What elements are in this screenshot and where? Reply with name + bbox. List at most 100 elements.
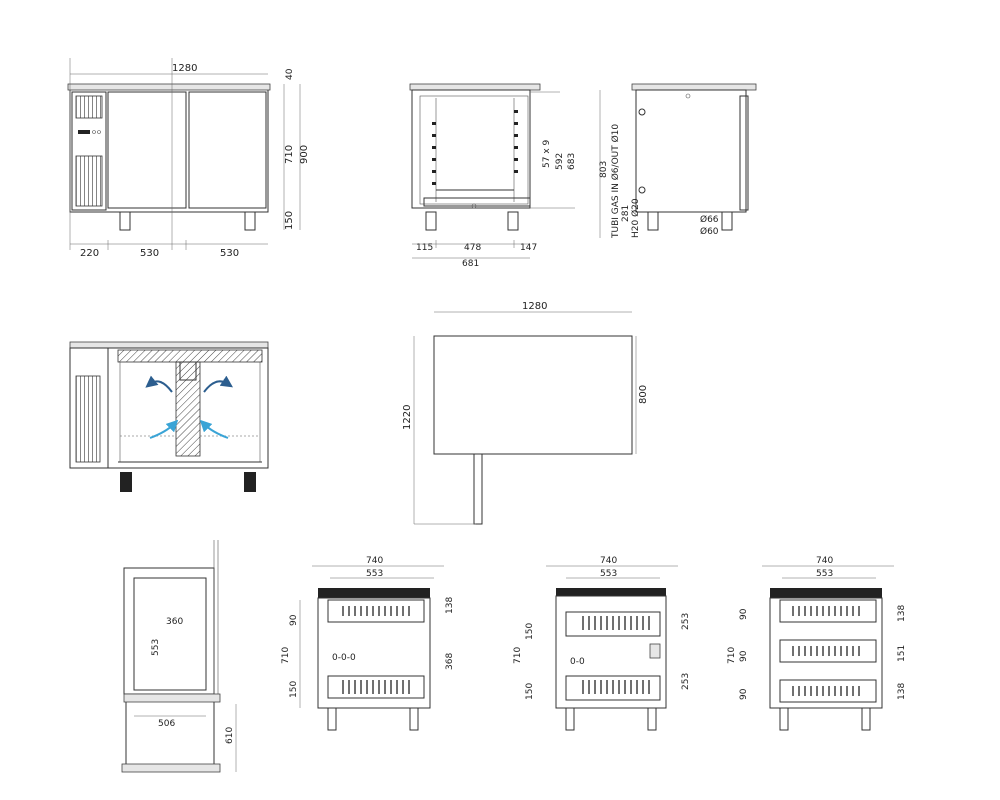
drawer-rail <box>123 693 221 703</box>
door-right-width-label: 530 <box>220 248 239 259</box>
front-worktop <box>67 83 271 91</box>
right-dim-label: 253 <box>681 613 691 630</box>
drawer-large <box>327 675 425 699</box>
side-leg-front <box>425 211 437 231</box>
side-dim-label: 90 <box>739 608 749 620</box>
side-dim-label: 150 <box>525 683 535 700</box>
section-width-label: 740 <box>816 556 833 566</box>
drawer-base <box>121 763 221 773</box>
drawer-section-3: 740 553 90 90 90 710 138 151 138 <box>727 556 907 731</box>
rear-cabinet <box>635 89 747 213</box>
worktop-thickness-label: 40 <box>285 68 295 80</box>
plan-worktop <box>433 335 633 455</box>
section-top <box>318 588 430 598</box>
water-label: H20 Ø20 <box>630 198 641 238</box>
leg-dia-large-label: Ø66 <box>700 214 719 225</box>
drawer-section-2: 740 553 0-0 150 150 710 253 253 <box>513 556 691 731</box>
drawer-bottom <box>779 679 877 703</box>
section-body <box>769 597 883 709</box>
front-leg-right <box>244 211 256 231</box>
airflow-arrow <box>149 419 179 439</box>
control-button <box>92 130 96 134</box>
section-cabinet <box>69 347 269 469</box>
back-offset-label: 147 <box>520 243 537 253</box>
fan-unit <box>179 361 197 381</box>
airflow-arrow <box>199 419 229 439</box>
side-base <box>423 197 531 207</box>
drawer-small <box>327 599 425 623</box>
gas-height-label: 281 <box>621 205 631 222</box>
section-width-label: 740 <box>366 556 383 566</box>
rear-leg-left <box>647 211 659 231</box>
right-dim-label: 151 <box>897 645 907 662</box>
total-depth-label: 681 <box>462 259 479 269</box>
drawer-inner <box>133 577 207 691</box>
middle-span-label: 478 <box>464 243 481 253</box>
right-dim-label: 138 <box>445 597 455 614</box>
control-button <box>97 130 101 134</box>
section-inner-label: 553 <box>816 569 833 579</box>
total-dim-label: 710 <box>727 647 737 664</box>
total-height-label: 900 <box>299 145 310 164</box>
right-dim-label: 253 <box>681 673 691 690</box>
plan-view: 1280 800 1220 <box>402 301 649 525</box>
total-dim-label: 710 <box>281 647 291 664</box>
front-door-right <box>188 91 267 209</box>
door-left-width-label: 530 <box>140 248 159 259</box>
compressor-panel <box>71 91 107 211</box>
slot-glyphs: 0-0 <box>570 657 585 667</box>
section-top <box>770 588 882 598</box>
body-height-label: 710 <box>284 145 295 164</box>
drawer-depth-label: 553 <box>151 639 161 656</box>
total-dim-label: 710 <box>513 647 523 664</box>
inner-depth-label: 592 <box>555 153 565 170</box>
section-leg-right <box>244 472 256 492</box>
section-width-label: 740 <box>600 556 617 566</box>
side-dim-label: 150 <box>525 623 535 640</box>
compressor-width-label: 220 <box>80 248 99 259</box>
drawer-inner-label: 360 <box>166 617 183 627</box>
slot-glyphs: 0-0-0 <box>332 653 356 663</box>
legs-height-label: 150 <box>284 211 295 230</box>
side-dim-label: 150 <box>289 681 299 698</box>
rear-height-label: 803 <box>599 161 609 178</box>
drawer-upper <box>565 611 661 637</box>
water-connection-icon <box>638 186 646 194</box>
section-body <box>317 597 431 709</box>
drawer-lower <box>565 675 661 701</box>
front-section-airflow-view <box>69 341 269 492</box>
gas-connection-icon <box>638 108 646 116</box>
outer-depth-label: 683 <box>567 153 577 170</box>
drawer-pullout-label: 610 <box>225 727 235 744</box>
lower-grille <box>75 155 103 207</box>
section-inner-label: 553 <box>366 569 383 579</box>
section-top <box>556 588 666 596</box>
rear-door-edge <box>739 95 749 211</box>
drawer-detail-view: 360 553 506 610 <box>121 540 237 773</box>
rear-leg-right <box>721 211 733 231</box>
shelf-count-label: 57 x 9 <box>542 140 552 169</box>
plan-width-label: 1280 <box>522 301 547 312</box>
right-dim-label: 138 <box>897 605 907 622</box>
right-dim-label: 138 <box>897 683 907 700</box>
plan-open-door <box>473 453 483 525</box>
control-display <box>78 130 90 134</box>
shelf-supports <box>432 110 518 185</box>
section-grille <box>75 375 101 463</box>
leg-dia-small-label: Ø60 <box>700 226 719 237</box>
front-door-left <box>107 91 187 209</box>
section-body <box>555 595 667 709</box>
side-worktop <box>409 83 541 91</box>
section-inner-label: 553 <box>600 569 617 579</box>
upper-grille <box>75 95 103 119</box>
side-dim-label: 90 <box>739 650 749 662</box>
rear-view: 803 TUBI GAS IN Ø6/OUT Ø10 281 H20 Ø20 Ø… <box>599 83 757 239</box>
side-dim-label: 90 <box>289 614 299 626</box>
rear-worktop <box>631 83 757 91</box>
section-leg-left <box>120 472 132 492</box>
airflow-arrow <box>145 375 173 393</box>
airflow-arrow <box>203 375 233 393</box>
drawer-top <box>779 599 877 623</box>
front-width-label: 1280 <box>172 63 197 74</box>
